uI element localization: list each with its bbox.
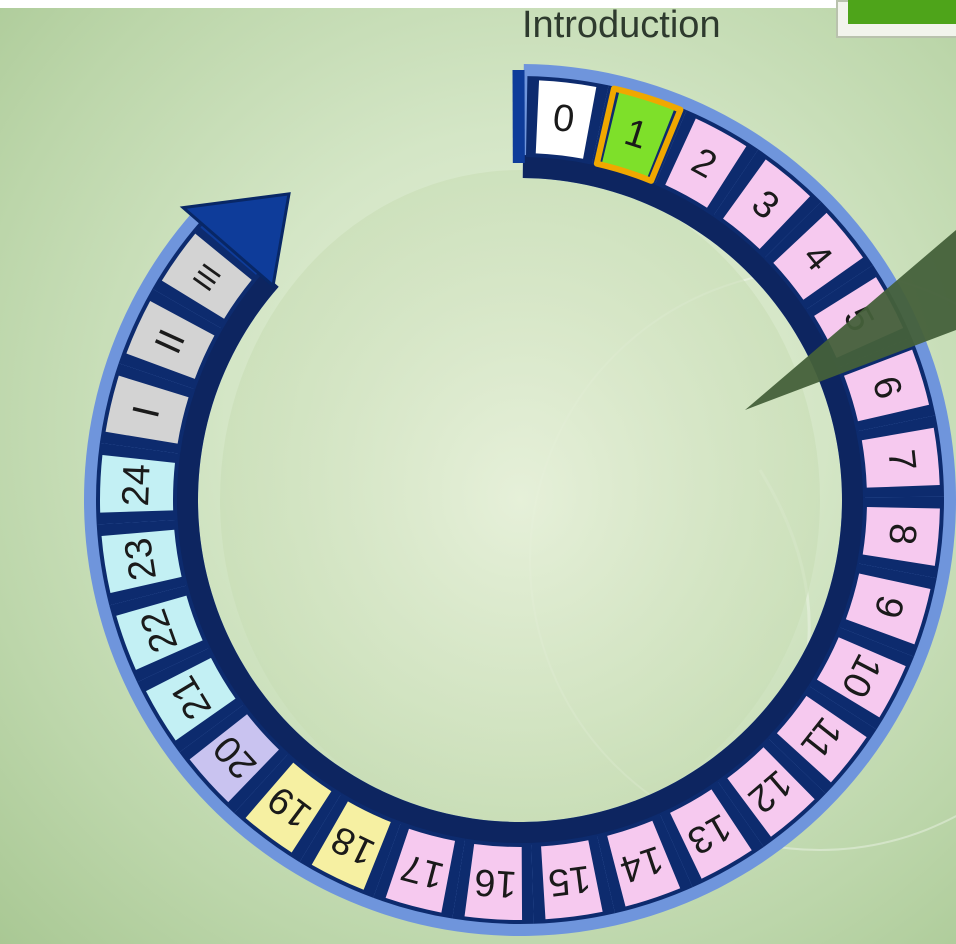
segment-fill <box>723 159 811 250</box>
wheel-segment-label: 24 <box>115 463 159 507</box>
wheel-segment-16[interactable]: 16 <box>452 838 534 925</box>
wheel-segment-11[interactable]: 11 <box>767 685 877 794</box>
wheel-segment-12[interactable]: 12 <box>717 737 826 847</box>
wheel-segment-label: 0 <box>551 97 577 141</box>
wheel-segment-label: 16 <box>473 860 518 905</box>
wheel-segment-8[interactable]: 8 <box>857 496 944 579</box>
segment-fill <box>670 789 752 879</box>
segment-fill <box>145 657 236 741</box>
segment-fill <box>541 840 603 920</box>
wheel-segment-13[interactable]: 13 <box>659 780 764 888</box>
wheel-segment-label: 23 <box>117 535 165 583</box>
next-button-bar <box>848 0 956 24</box>
wheel-segment-23[interactable]: 23 <box>96 519 188 606</box>
next-button[interactable] <box>836 0 956 38</box>
segment-fill <box>602 91 675 178</box>
wheel-segment-20[interactable]: 20 <box>179 704 289 814</box>
segment-fill <box>464 843 523 920</box>
wheel-segment-1[interactable]: 1 <box>591 85 687 185</box>
wheel-segment-7[interactable]: 7 <box>856 415 944 498</box>
wheel-segment-label: 17 <box>397 845 449 896</box>
segment-fill <box>843 349 930 422</box>
wheel-segment-2[interactable]: 2 <box>654 110 759 217</box>
wheel-segment-21[interactable]: 21 <box>137 647 245 753</box>
segment-fill <box>101 529 182 593</box>
wheel-segment-18[interactable]: 18 <box>299 792 402 898</box>
segment-fill <box>816 637 906 718</box>
wheel-segment-label: 15 <box>546 857 593 904</box>
top-strip <box>0 0 956 8</box>
wheel-segment-label: 7 <box>879 447 923 472</box>
segment-fill <box>845 573 931 645</box>
segment-fill <box>535 80 597 159</box>
section-title: Introduction <box>522 4 721 46</box>
wheel-segment-II[interactable]: II <box>118 288 223 390</box>
segment-fill <box>385 828 456 913</box>
wheel-segment-label: 8 <box>880 522 924 547</box>
segment-fill <box>126 300 215 379</box>
wheel-segment-24[interactable]: 24 <box>95 442 181 525</box>
wheel-segment-10[interactable]: 10 <box>808 626 914 730</box>
wheel-segment-17[interactable]: 17 <box>373 821 466 919</box>
wheel-segment-19[interactable]: 19 <box>234 753 342 863</box>
segment-fill <box>727 747 815 837</box>
segment-fill <box>773 212 863 300</box>
segment-fill <box>245 762 332 853</box>
segment-fill <box>189 714 279 803</box>
wheel-segment-III[interactable]: III <box>152 222 261 330</box>
wheel-segment-9[interactable]: 9 <box>838 563 937 657</box>
segment-fill <box>311 801 391 890</box>
current-segment-highlight <box>593 85 684 184</box>
wheel-segment-15[interactable]: 15 <box>531 834 616 924</box>
pointer-wedge <box>745 230 956 410</box>
wheel-arrow-head <box>179 192 291 289</box>
wheel-segment-0[interactable]: 0 <box>525 76 609 165</box>
segment-fill <box>105 375 189 444</box>
segment-fill <box>116 595 203 670</box>
segment-fill <box>776 695 867 783</box>
segment-fill <box>161 233 252 319</box>
wheel-segment-4[interactable]: 4 <box>763 201 873 310</box>
wheel-segment-3[interactable]: 3 <box>712 149 822 259</box>
segment-fill <box>861 427 940 488</box>
wheel-segment-22[interactable]: 22 <box>109 585 211 683</box>
wheel-segment-14[interactable]: 14 <box>596 813 693 914</box>
wheel-segment-I[interactable]: I <box>99 363 196 454</box>
segment-fill <box>862 507 940 566</box>
segment-fill <box>665 118 747 208</box>
segment-fill <box>607 820 681 907</box>
segment-fill <box>100 455 175 513</box>
